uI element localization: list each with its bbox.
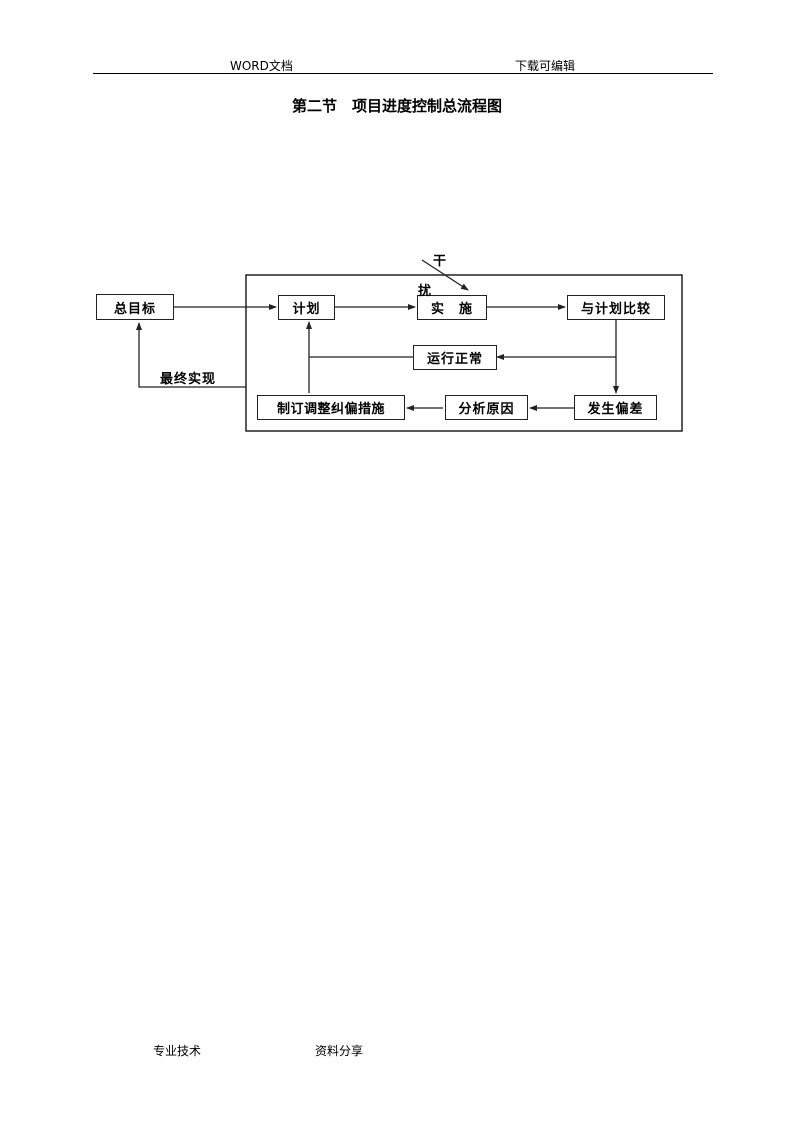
header-right: 下载可编辑 (515, 59, 576, 73)
label-interference-2: 扰 (418, 284, 433, 299)
node-compare: 与计划比较 (567, 295, 665, 320)
node-implement: 实 施 (417, 295, 487, 320)
footer-left: 专业技术 (153, 1044, 202, 1058)
label-interference-1: 干 (433, 254, 448, 269)
page-title: 第二节 项目进度控制总流程图 (291, 97, 502, 115)
node-deviation: 发生偏差 (574, 395, 657, 420)
arrow-final-to-goal (136, 322, 246, 388)
control-loop-frame (245, 274, 683, 432)
label-final: 最终实现 (160, 372, 217, 387)
node-plan: 计划 (278, 295, 335, 320)
footer-right: 资料分享 (315, 1044, 364, 1058)
header-rule (93, 73, 713, 74)
node-analyze: 分析原因 (445, 395, 528, 420)
node-normal: 运行正常 (413, 345, 497, 370)
header-left: WORD文档 (230, 59, 293, 73)
node-goal: 总目标 (96, 294, 174, 320)
interference-arrow (421, 259, 469, 291)
node-measures: 制订调整纠偏措施 (257, 395, 405, 420)
